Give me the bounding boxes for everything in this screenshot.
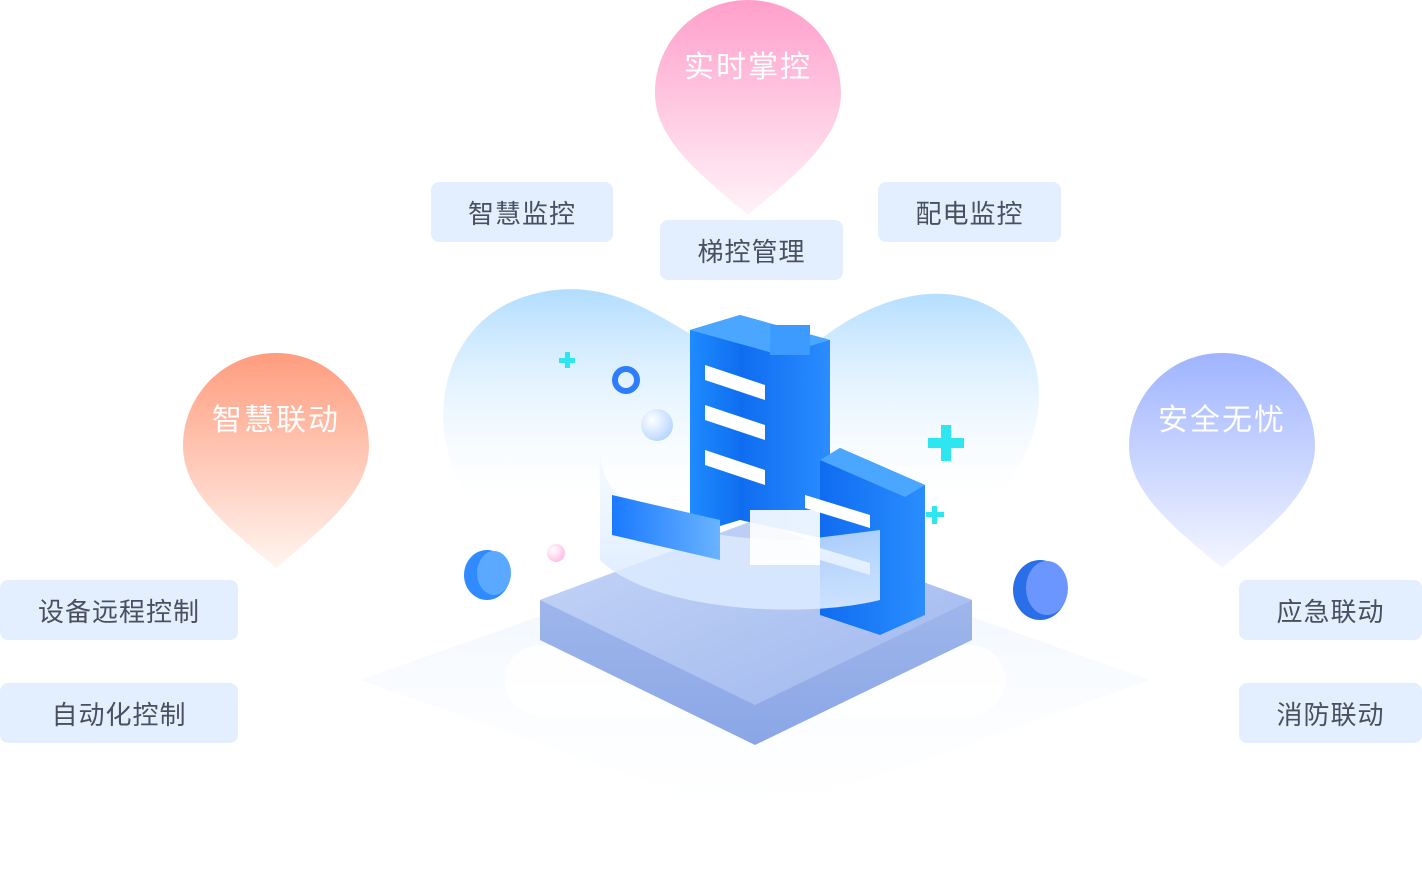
tag-emergency-linkage[interactable]: 应急联动 <box>1239 580 1422 640</box>
pin-smart-linkage: 智慧联动 <box>183 353 369 568</box>
tag-smart-monitor[interactable]: 智慧监控 <box>431 182 613 242</box>
tag-elevator-management[interactable]: 梯控管理 <box>660 220 843 280</box>
pin-safety: 安全无忧 <box>1129 353 1315 568</box>
tag-fire-linkage[interactable]: 消防联动 <box>1239 683 1422 743</box>
tag-power-monitor[interactable]: 配电监控 <box>878 182 1061 242</box>
tag-auto-control[interactable]: 自动化控制 <box>0 683 238 743</box>
pin-label: 安全无忧 <box>1158 403 1286 438</box>
pin-label: 智慧联动 <box>212 403 340 438</box>
pin-label: 实时掌控 <box>684 50 812 85</box>
tag-remote-control[interactable]: 设备远程控制 <box>0 580 238 640</box>
pin-realtime-control: 实时掌控 <box>655 0 841 215</box>
